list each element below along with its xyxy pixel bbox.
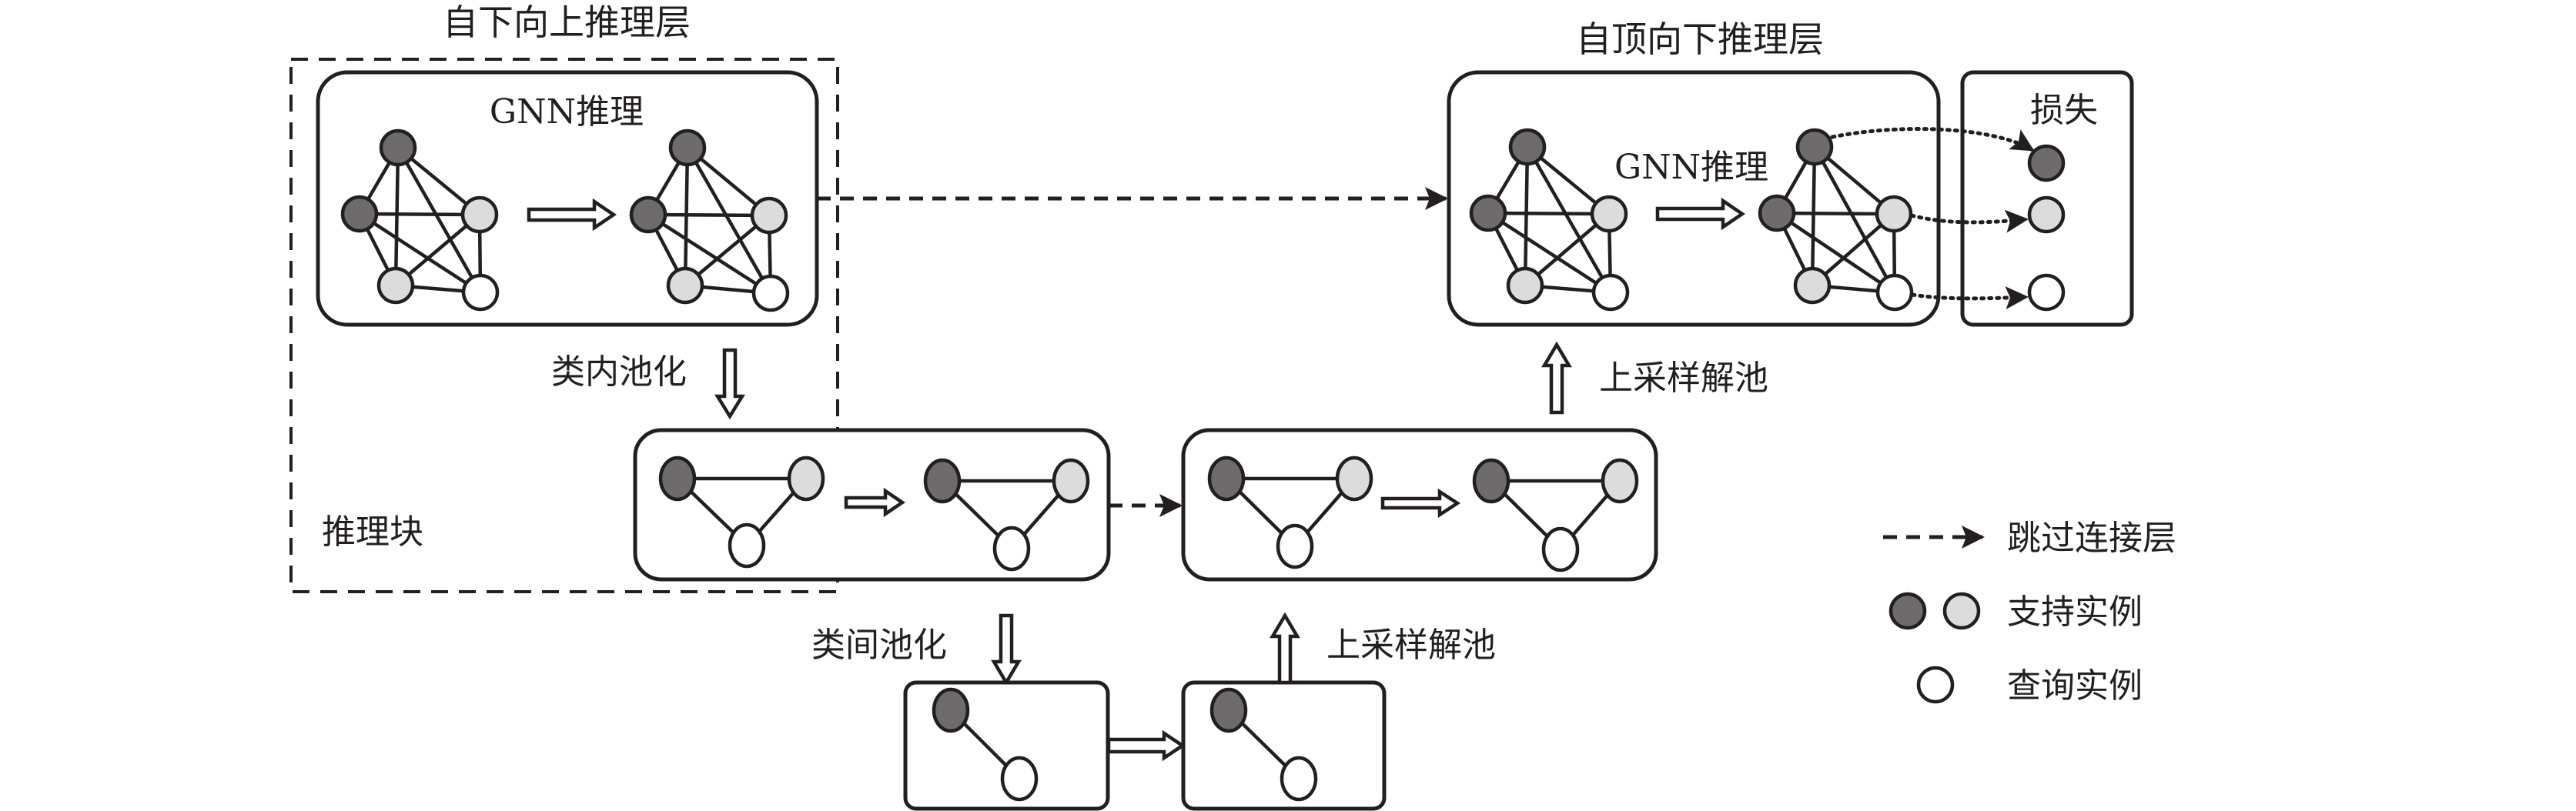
legend-query-label: 查询实例 xyxy=(2007,666,2143,706)
graph-node-support-light xyxy=(1601,458,1639,504)
graph-edge xyxy=(393,147,400,286)
gnn-arrow-4 xyxy=(1380,488,1461,519)
graph-node-query xyxy=(461,273,500,312)
graph-node-support-dark xyxy=(932,687,970,733)
upsample-label-top: 上采样解池 xyxy=(1599,359,1768,398)
upsample-up-arrow-top xyxy=(1541,341,1572,415)
gnn-arrow-2 xyxy=(1655,197,1746,231)
loss-link-dark xyxy=(1830,127,2035,152)
graph-pair-2 xyxy=(1209,687,1318,802)
graph-node-support-dark xyxy=(668,128,707,167)
graph-node-support-light xyxy=(1052,458,1090,504)
gnn-arrow-3 xyxy=(844,487,905,518)
bottom-transfer-arrow xyxy=(1106,729,1186,762)
gnn-arrow-1 xyxy=(527,198,617,232)
legend-support-dark-icon xyxy=(1889,592,1927,630)
graph-edge xyxy=(358,212,482,294)
graph-node-support-dark xyxy=(1508,128,1547,166)
graph-node-support-dark xyxy=(1758,194,1796,232)
gnn-reasoning-label-1: GNN推理 xyxy=(490,92,644,132)
graph-edge xyxy=(1487,212,1612,294)
graph-node-support-light xyxy=(1793,266,1832,305)
graph-node-support-light xyxy=(460,195,499,234)
graph-node-query xyxy=(1591,273,1630,312)
inter-pooling-down-arrow xyxy=(991,613,1022,686)
graph-node-support-dark xyxy=(629,195,667,234)
legend-skip-label: 跳过连接层 xyxy=(2007,519,2176,558)
graph-edge xyxy=(1523,146,1530,286)
graph-node-query xyxy=(992,526,1031,572)
graph-full-2 xyxy=(629,128,790,312)
loss-link-query xyxy=(1910,286,2029,310)
graph-edge xyxy=(359,212,480,217)
graph-node-support-light xyxy=(1335,456,1373,502)
loss-link-light xyxy=(1909,209,2029,233)
graph-triangle-2 xyxy=(923,458,1090,572)
loss-label: 损失 xyxy=(2030,91,2098,130)
graph-edge xyxy=(1487,211,1610,216)
graph-edge xyxy=(396,146,482,294)
graph-node-support-light xyxy=(1590,195,1628,233)
graph-pair-1 xyxy=(932,687,1039,802)
loss-node-support-light xyxy=(2027,195,2066,234)
graph-node-query xyxy=(1875,273,1914,312)
graph-edge xyxy=(1776,211,1895,216)
graph-edge xyxy=(1775,212,1896,294)
graph-node-query xyxy=(1000,756,1039,802)
graph-node-query xyxy=(1276,523,1314,569)
intra-class-pooling-label: 类内池化 xyxy=(551,352,687,392)
graph-node-support-light xyxy=(787,456,825,502)
reasoning-block-frame xyxy=(289,58,839,593)
graph-edge xyxy=(1813,145,1896,294)
graph-node-support-dark xyxy=(1472,458,1510,504)
graph-full-1 xyxy=(340,128,500,312)
graph-edge xyxy=(647,213,772,295)
graph-node-support-dark xyxy=(1209,687,1248,733)
graph-full-3 xyxy=(1469,128,1630,312)
loss-node-query xyxy=(2027,273,2066,312)
loss-node-support-dark xyxy=(2027,144,2066,182)
graph-node-support-dark xyxy=(1795,128,1834,166)
graph-node-query xyxy=(751,274,790,312)
graph-triangle-4 xyxy=(1472,458,1639,572)
intra-pooling-down-arrow xyxy=(714,348,746,420)
graph-node-support-dark xyxy=(658,456,697,502)
graph-node-support-dark xyxy=(1207,456,1246,502)
legend-support-light-icon xyxy=(1942,592,1981,630)
legend-support-label: 支持实例 xyxy=(2007,592,2143,632)
upsample-label-bottom: 上采样解池 xyxy=(1326,626,1496,665)
graph-node-query xyxy=(1541,526,1580,572)
graph-node-support-light xyxy=(376,266,415,305)
graph-triangle-1 xyxy=(658,456,825,569)
graph-node-support-dark xyxy=(923,458,962,504)
graph-node-support-dark xyxy=(379,128,417,167)
gnn-reasoning-label-2: GNN推理 xyxy=(1614,148,1768,187)
graph-node-support-light xyxy=(750,196,788,235)
bottom-up-layer-title: 自下向上推理层 xyxy=(443,2,691,43)
graph-node-support-light xyxy=(1875,195,1913,233)
graph-node-support-dark xyxy=(340,195,379,233)
top-down-layer-title: 自顶向下推理层 xyxy=(1576,18,1824,60)
upsample-up-arrow-bottom xyxy=(1270,612,1300,685)
reasoning-block-label: 推理块 xyxy=(322,512,423,552)
inter-class-pooling-label: 类间池化 xyxy=(811,626,947,665)
graph-full-4 xyxy=(1758,128,1914,312)
graph-edge xyxy=(1526,145,1612,294)
legend: 跳过连接层 支持实例 查询实例 xyxy=(1883,519,2176,706)
legend-query-icon xyxy=(1916,666,1955,704)
graph-node-support-dark xyxy=(1469,194,1507,232)
graph-node-query xyxy=(1280,756,1318,802)
graph-node-support-light xyxy=(666,266,704,305)
graph-triangle-3 xyxy=(1207,456,1373,569)
graph-edge xyxy=(686,146,772,295)
graph-edge xyxy=(1810,146,1817,286)
graph-node-support-light xyxy=(1506,266,1544,305)
graph-node-query xyxy=(728,522,766,569)
